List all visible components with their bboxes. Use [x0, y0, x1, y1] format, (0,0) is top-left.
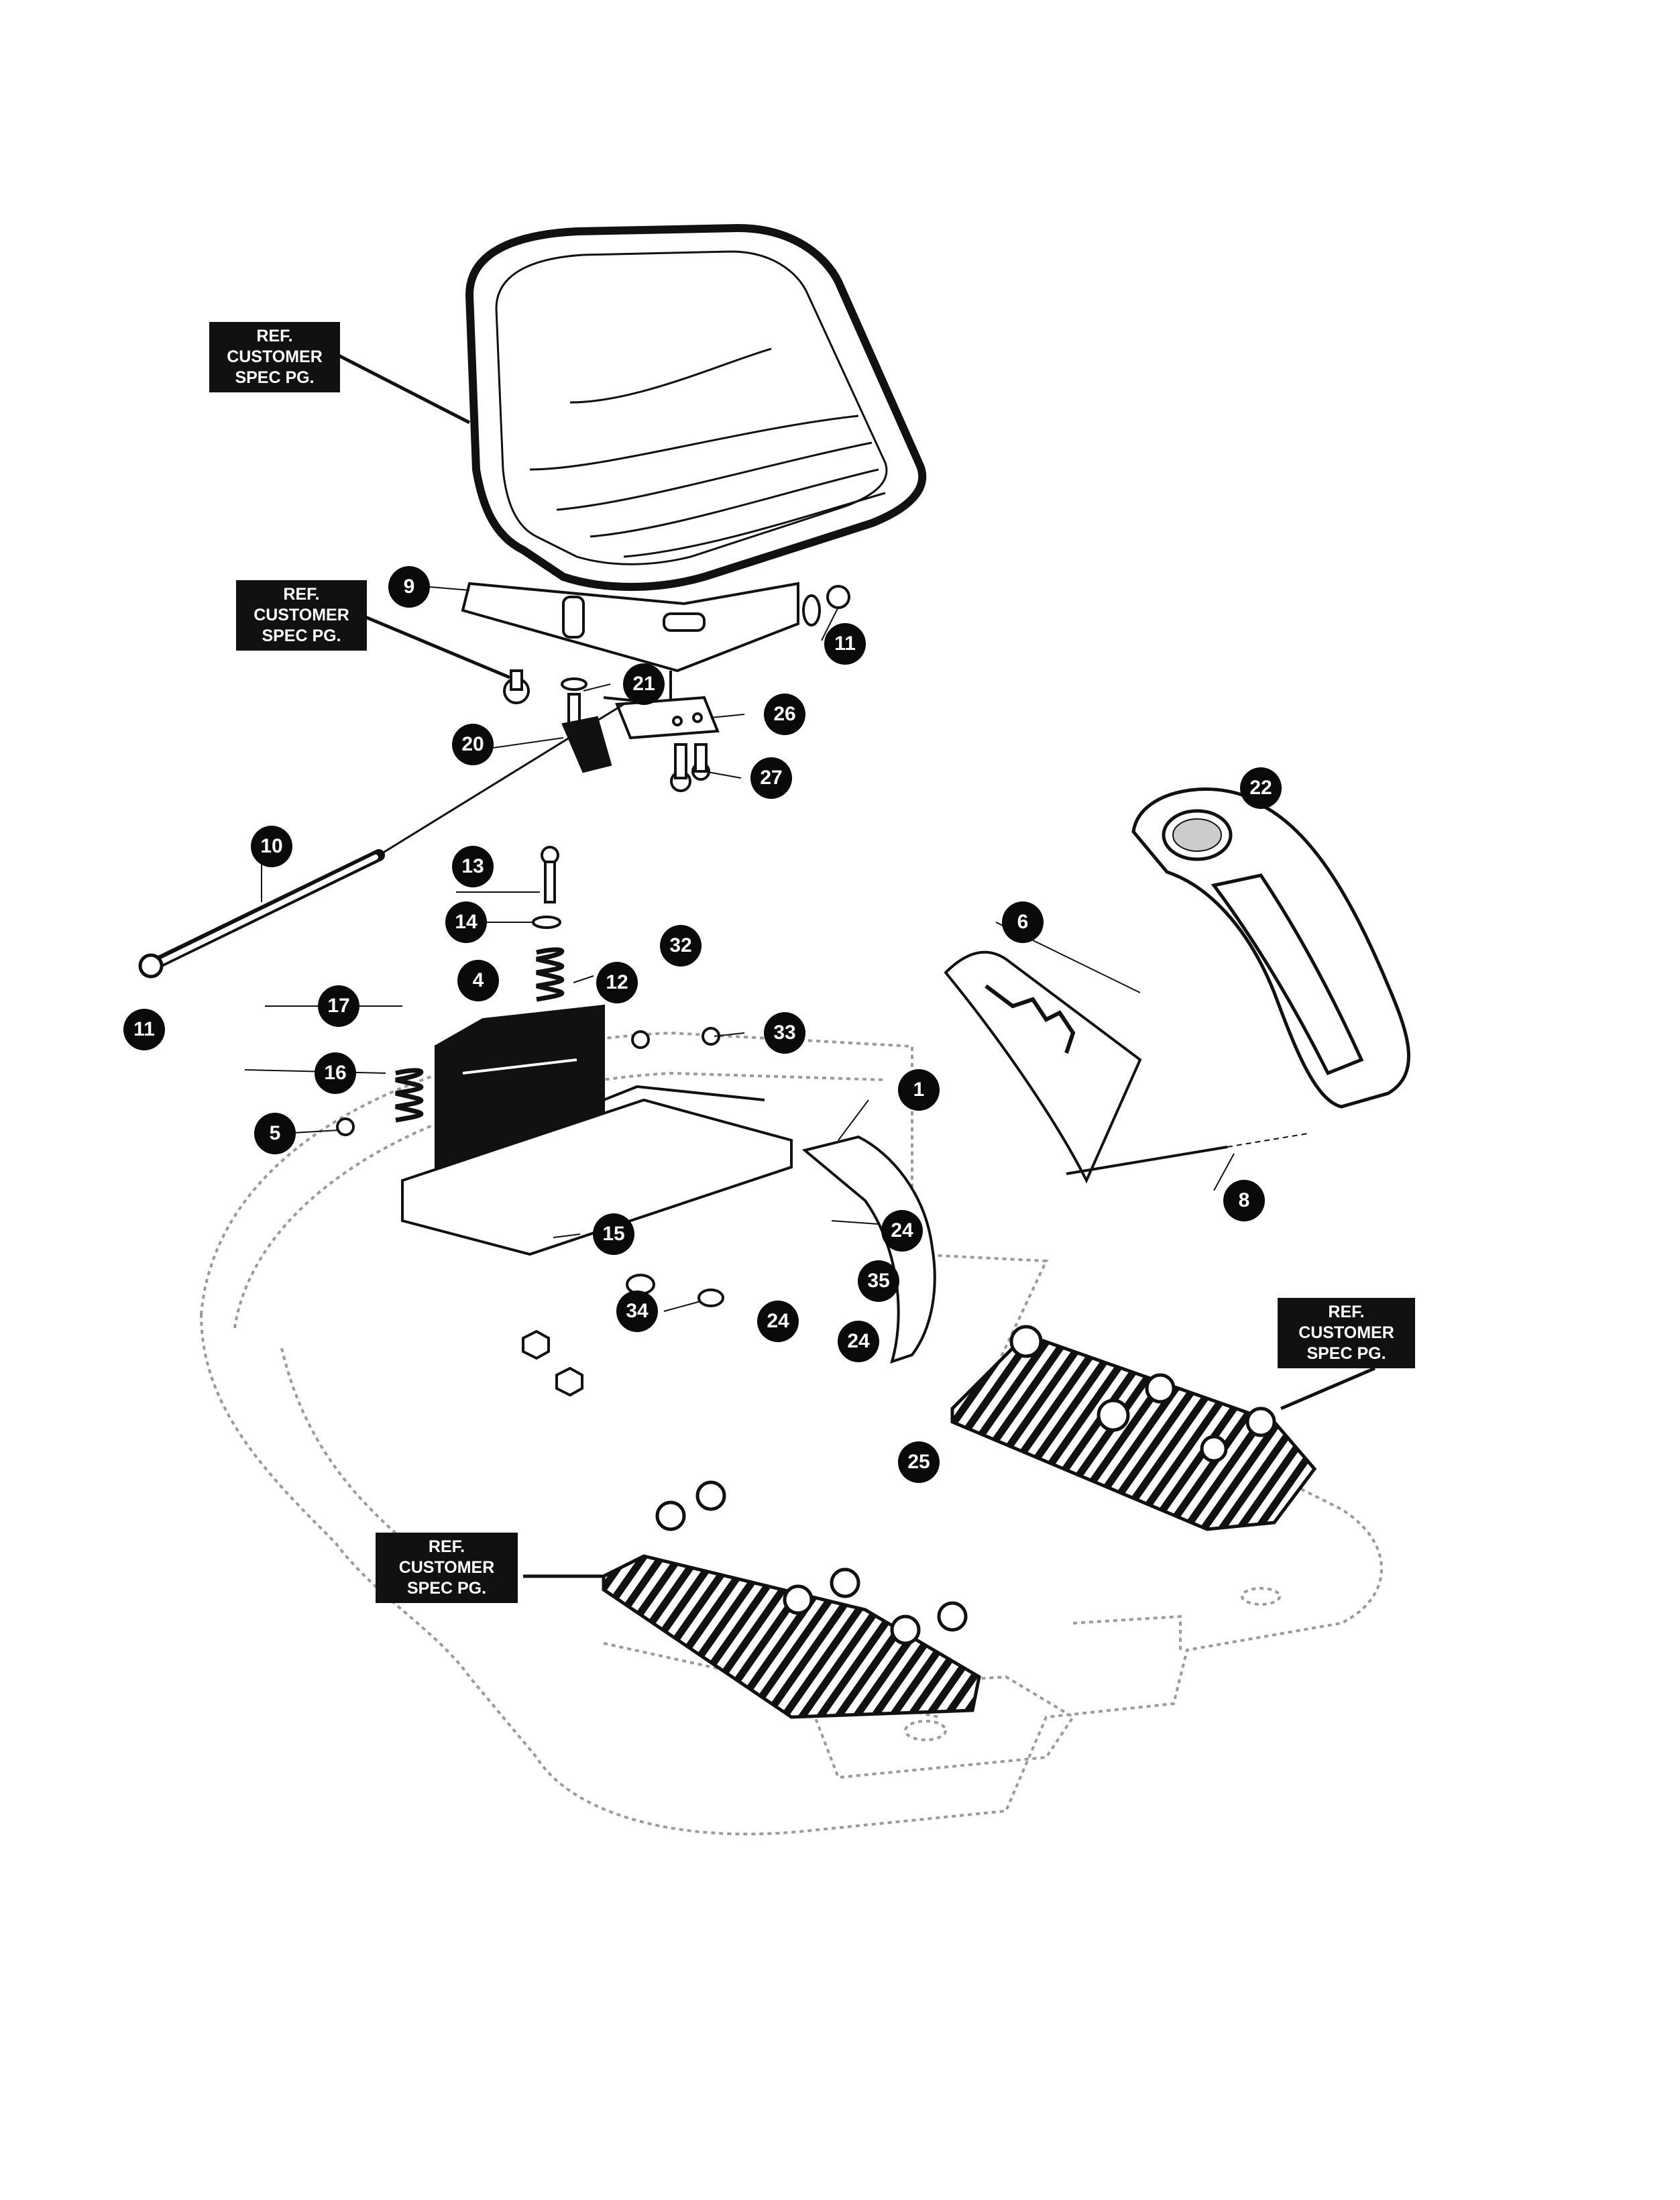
callout-26: 26	[764, 694, 805, 735]
callout-15: 15	[593, 1213, 634, 1255]
seat	[465, 223, 927, 591]
callout-9: 9	[388, 566, 430, 608]
base-plate	[401, 1085, 793, 1256]
ref-label-line: SPEC PG.	[235, 368, 315, 387]
callout-14: 14	[445, 901, 487, 943]
ref-label-left-footrest: REF. CUSTOMER SPEC PG.	[376, 1533, 518, 1603]
ref-label-line: REF.	[283, 585, 320, 604]
callout-27: 27	[750, 757, 792, 799]
seat-stop-block	[561, 716, 612, 773]
callout-24-b: 24	[757, 1301, 799, 1342]
callout-11-left: 11	[123, 1009, 165, 1050]
callout-4: 4	[457, 960, 499, 1001]
callout-5: 5	[254, 1113, 296, 1154]
callout-24-a: 24	[881, 1210, 923, 1252]
ref-label-seat: REF. CUSTOMER SPEC PG.	[209, 322, 340, 392]
callout-20: 20	[452, 724, 494, 765]
ref-label-line: SPEC PG.	[1306, 1344, 1386, 1363]
footrest-right	[950, 1325, 1317, 1531]
seat-pan	[461, 582, 799, 706]
callout-35: 35	[858, 1260, 899, 1302]
shift-plate	[944, 950, 1142, 1184]
callout-11-top: 11	[824, 623, 866, 665]
ref-label-line: CUSTOMER	[227, 347, 323, 366]
callout-leaders	[244, 586, 1235, 1312]
callout-13: 13	[452, 846, 494, 887]
ref-label-line: SPEC PG.	[262, 626, 341, 645]
pivot-rod	[138, 703, 624, 979]
cable	[1066, 1146, 1228, 1175]
ref-label-line: SPEC PG.	[406, 1579, 487, 1598]
callout-8: 8	[1223, 1180, 1265, 1221]
callout-17: 17	[318, 985, 359, 1027]
callout-1: 1	[898, 1069, 940, 1111]
callout-21: 21	[623, 663, 665, 705]
ref-label-line: CUSTOMER	[1298, 1323, 1394, 1342]
callout-32: 32	[660, 925, 702, 967]
ref-label-line: CUSTOMER	[254, 606, 349, 624]
callout-24-c: 24	[838, 1321, 879, 1362]
callout-12: 12	[596, 962, 638, 1003]
lower-fasteners	[336, 1027, 724, 1397]
callout-16: 16	[315, 1052, 356, 1094]
leader-lines	[337, 353, 1376, 1578]
footrest-left	[602, 1480, 981, 1719]
springs	[395, 947, 565, 1123]
fender-tower	[1131, 787, 1410, 1109]
ref-label-right-footrest: REF. CUSTOMER SPEC PG.	[1278, 1298, 1415, 1368]
leader	[1227, 1133, 1308, 1148]
callout-33: 33	[764, 1012, 805, 1054]
ref-label-line: REF.	[1328, 1303, 1365, 1321]
seat-bracket	[615, 696, 720, 740]
ref-label-seat-hardware: REF. CUSTOMER SPEC PG.	[236, 580, 367, 651]
callout-22: 22	[1240, 767, 1282, 809]
callout-10: 10	[251, 826, 292, 867]
callout-6: 6	[1002, 901, 1044, 943]
bolt-13-washer-14	[532, 846, 561, 929]
ref-label-line: REF.	[428, 1537, 465, 1556]
ref-label-line: REF.	[256, 327, 293, 345]
ref-label-line: CUSTOMER	[398, 1558, 495, 1577]
callout-34: 34	[616, 1290, 658, 1332]
callout-25: 25	[898, 1441, 940, 1483]
